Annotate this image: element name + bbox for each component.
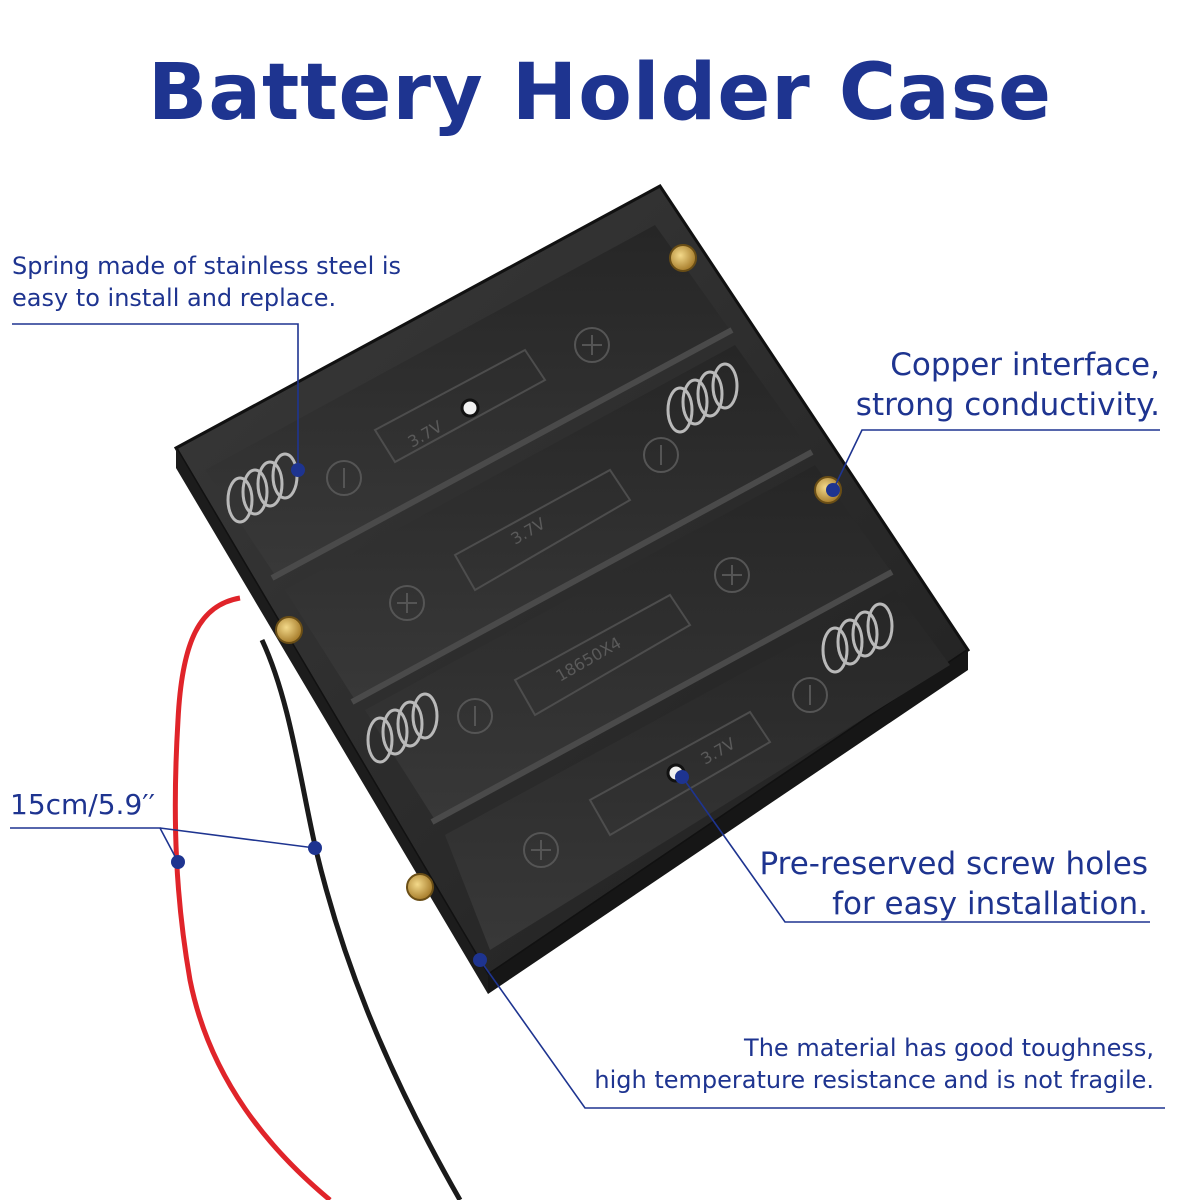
screw-hole-icon [460,398,480,418]
spring-note-line-1: Spring made of stainless steel is [12,252,402,280]
callout-line-copper [833,429,1160,489]
case-side [176,448,488,994]
battery-slot-4 [445,590,950,950]
red-wire [172,595,332,1200]
material-note-line-2: high temperature resistance and is not f… [594,1066,1154,1094]
callout-line-screw [682,777,1150,923]
copper-note: Copper interface, strong conductivity. [856,345,1160,425]
plus-mark-icon [714,557,750,593]
copper-contact-icon [406,873,434,901]
callout-dot [473,953,487,967]
battery-holder: 3.7V 3.7V 18650X4 3.7V [173,184,971,994]
divider [430,569,894,825]
callout-dot [171,855,185,869]
copper-note-line-2: strong conductivity. [855,387,1160,423]
battery-slot-3 [365,465,890,820]
spring-note-line-2: easy to install and replace. [12,284,337,312]
minus-mark-icon [326,460,362,496]
screw-note-line-1: Pre-reserved screw holes [759,846,1148,882]
callout-line-length-2 [159,827,316,849]
callout-line-length [10,827,179,863]
minus-mark-icon [457,698,493,734]
callout-line-material [479,959,1165,1109]
spring-icon [366,692,439,764]
spring-note: Spring made of stainless steel is easy t… [12,250,401,314]
plus-mark-icon [389,585,425,621]
callout-line-spring [12,323,299,468]
wire-length-note: 15cm/5.9′′ [10,788,155,821]
page-title: Battery Holder Case [147,48,1053,138]
copper-contact-icon [275,616,303,644]
screw-note-line-2: for easy installation. [832,886,1148,922]
material-note-line-1: The material has good toughness, [744,1034,1154,1062]
spring-icon [821,602,894,674]
material-note: The material has good toughness, high te… [594,1032,1154,1096]
minus-mark-icon [792,677,828,713]
callout-dot [826,483,840,497]
copper-contact-icon [669,244,697,272]
callout-dot [675,770,689,784]
battery-slot-2 [285,345,810,700]
screw-hole-note: Pre-reserved screw holes for easy instal… [759,844,1148,924]
spring-icon [666,362,739,434]
callout-dot [291,463,305,477]
black-wire [259,638,463,1200]
divider [350,449,814,705]
callout-dot [308,841,322,855]
copper-note-line-1: Copper interface, [890,347,1160,383]
minus-mark-icon [643,437,679,473]
plus-mark-icon [523,832,559,868]
case-side-right [488,650,968,994]
divider [270,327,734,581]
plus-mark-icon [574,327,610,363]
